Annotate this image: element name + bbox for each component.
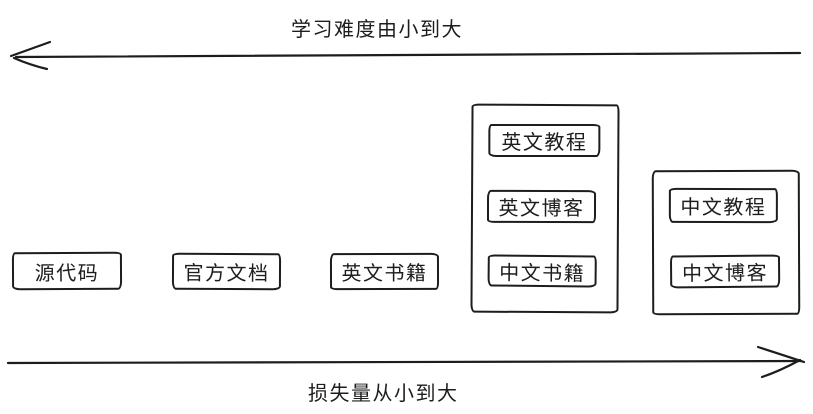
node-chinese-books-label: 中文书籍 <box>499 262 586 285</box>
node-official-docs-label: 官方文档 <box>183 262 270 286</box>
node-official-docs: 官方文档 <box>171 252 282 291</box>
node-english-books: 英文书籍 <box>329 252 440 291</box>
node-english-books-label: 英文书籍 <box>341 262 428 286</box>
loss-arrow-right-icon <box>6 345 806 379</box>
group-box-english-and-chinese-books: 英文教程 英文博客 中文书籍 <box>470 103 620 314</box>
node-source-code: 源代码 <box>11 251 123 291</box>
node-chinese-tutorials: 中文教程 <box>668 187 778 224</box>
node-english-tutorials-label: 英文教程 <box>501 131 588 154</box>
node-chinese-blogs-label: 中文博客 <box>682 262 769 286</box>
node-chinese-blogs: 中文博客 <box>669 254 781 289</box>
node-source-code-label: 源代码 <box>34 262 100 285</box>
node-chinese-tutorials-label: 中文教程 <box>680 196 767 220</box>
loss-axis-label: 损失量从小到大 <box>308 383 459 405</box>
node-english-blogs: 英文博客 <box>486 189 597 224</box>
group-box-chinese-resources: 中文教程 中文博客 <box>651 169 801 316</box>
node-english-tutorials: 英文教程 <box>488 123 601 157</box>
node-english-blogs-label: 英文博客 <box>498 197 585 221</box>
difficulty-axis-label: 学习难度由小到大 <box>291 19 463 41</box>
node-chinese-books: 中文书籍 <box>487 254 597 288</box>
difficulty-arrow-left-icon <box>9 40 802 71</box>
